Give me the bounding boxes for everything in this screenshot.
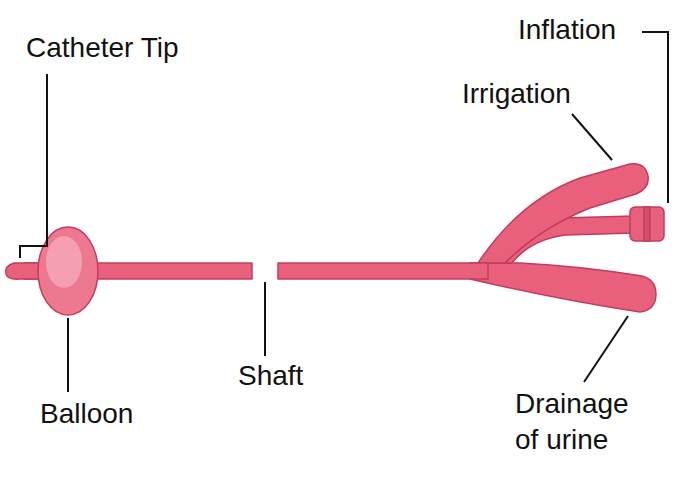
part-label: Inflation xyxy=(518,12,616,48)
irrigation-port xyxy=(478,164,648,263)
part-label: Irrigation xyxy=(462,76,571,112)
leader-line xyxy=(572,114,612,160)
balloon-shine xyxy=(46,236,82,288)
leader-line xyxy=(642,32,668,203)
leader-line xyxy=(67,318,69,392)
leader-line xyxy=(20,74,47,258)
inflation-valve xyxy=(630,207,664,241)
part-label: Shaft xyxy=(238,358,303,394)
part-label: Drainage of urine xyxy=(515,386,650,458)
catheter-tip xyxy=(6,263,40,279)
shaft-proximal xyxy=(278,263,488,279)
leader-line xyxy=(264,282,266,356)
leader-line xyxy=(584,316,628,382)
inflation-valve-ring xyxy=(644,207,650,241)
part-label: Catheter Tip xyxy=(26,30,179,66)
part-label: Balloon xyxy=(40,396,133,432)
drainage-port xyxy=(470,263,656,312)
